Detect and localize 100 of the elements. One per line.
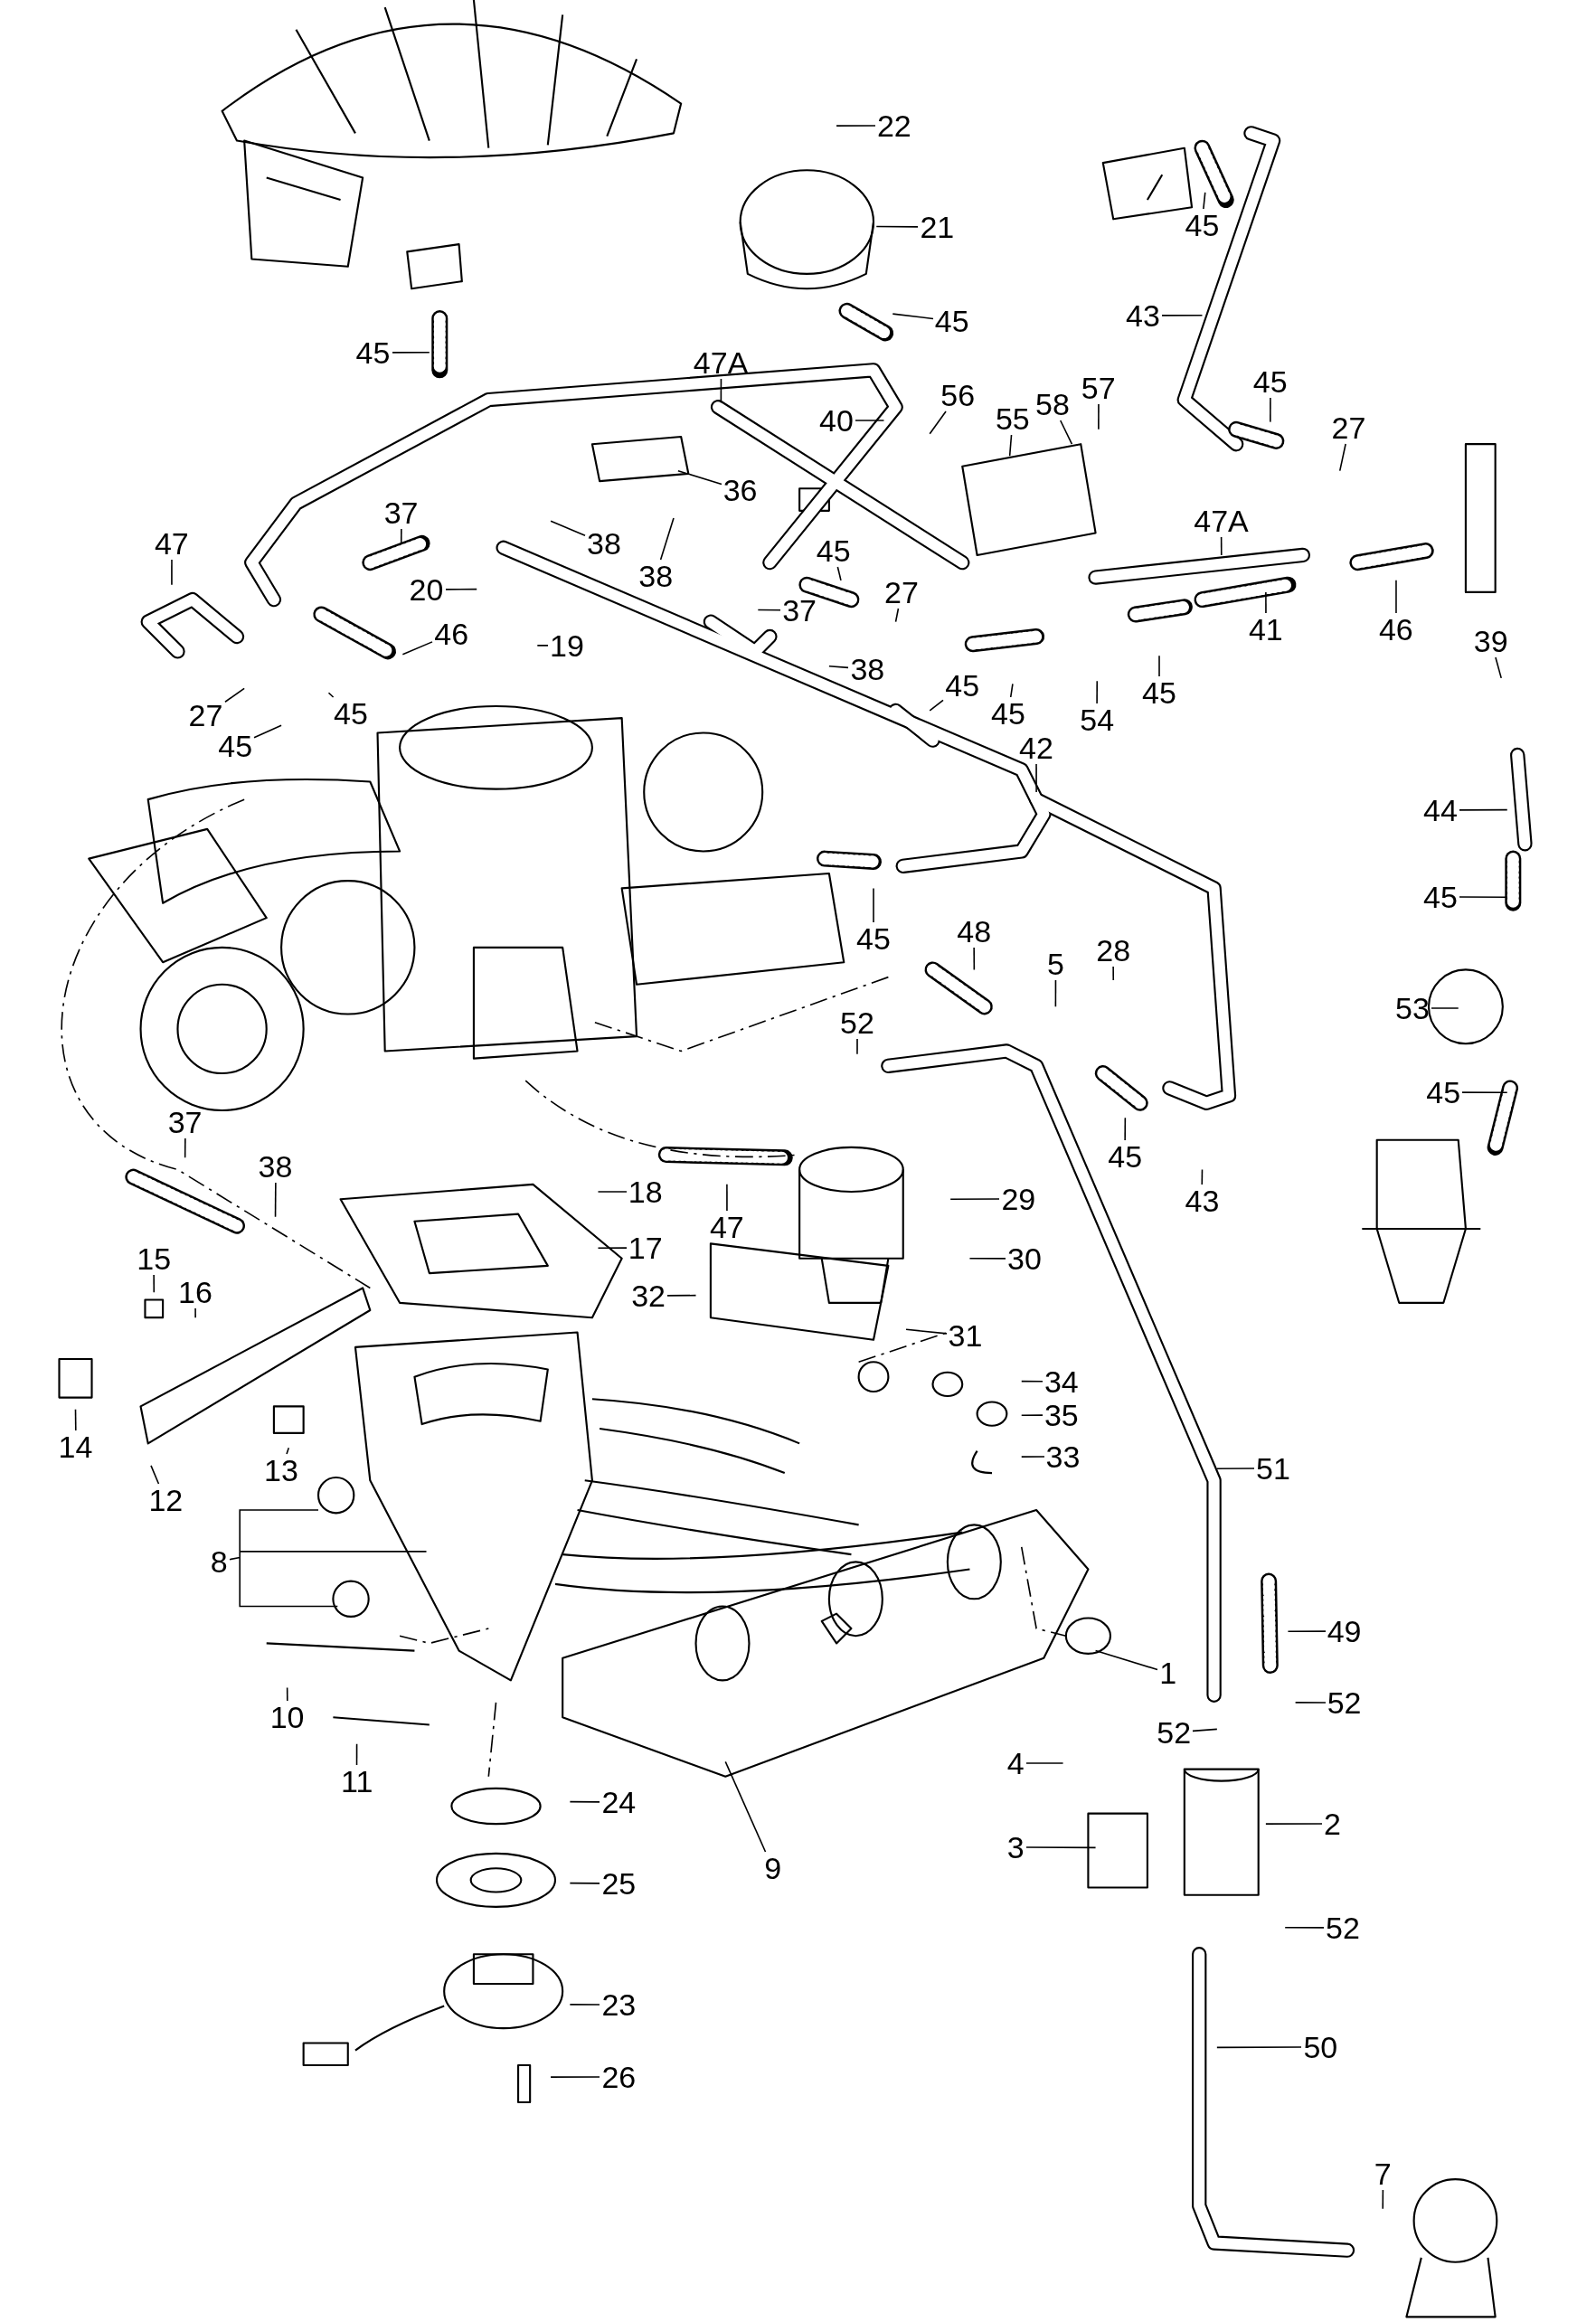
callout-number: 57 [1079, 371, 1118, 404]
leader-line [855, 420, 885, 421]
leader-line [1294, 1702, 1327, 1704]
leader-line [569, 2004, 600, 2006]
callout-number: 22 [874, 109, 913, 143]
leader-line [1124, 1117, 1127, 1141]
leader-line [1265, 591, 1267, 614]
callout-number: 31 [946, 1318, 985, 1352]
callout-number: 37 [382, 496, 420, 529]
leader-line [327, 692, 335, 698]
leader-line [550, 2076, 600, 2078]
leader-line [1192, 1728, 1218, 1732]
callout-number: 13 [262, 1453, 300, 1487]
leader-line [597, 1247, 628, 1250]
callout-number: 37 [165, 1106, 204, 1139]
callout-number: 45 [1424, 1076, 1463, 1109]
callout-number: 34 [1042, 1364, 1081, 1398]
callout-number: 40 [817, 404, 855, 437]
callout-number: 47A [691, 346, 751, 380]
callout-number: 51 [1254, 1452, 1292, 1486]
callout-number: 5 [1044, 947, 1066, 980]
leader-line [194, 1307, 196, 1318]
callout-number: 30 [1006, 1241, 1044, 1275]
leader-line [445, 588, 477, 590]
callout-number: 3 [1005, 1831, 1026, 1864]
callout-number: 10 [268, 1701, 307, 1734]
leader-line [1020, 1414, 1044, 1417]
leader-line [224, 687, 245, 703]
leader-line [875, 225, 919, 228]
leader-line [1216, 1468, 1255, 1469]
callout-number: 9 [762, 1852, 784, 1885]
callout-number: 37 [780, 593, 818, 627]
callout-number: 52 [1324, 1911, 1362, 1944]
callout-number: 45 [1251, 365, 1289, 399]
callout-number: 49 [1325, 1615, 1364, 1648]
callout-number: 45 [1140, 676, 1178, 710]
callout-number: 45 [943, 669, 982, 703]
leader-line [1054, 979, 1057, 1008]
callout-number: 32 [629, 1279, 667, 1312]
leader-line [392, 351, 430, 354]
leader-line [569, 1800, 600, 1803]
leader-line [836, 125, 876, 127]
callout-number: 23 [600, 1987, 638, 2021]
leader-line [1459, 808, 1508, 811]
leader-line [74, 1408, 77, 1431]
leader-line [1265, 1823, 1323, 1825]
callout-number: 45 [332, 697, 370, 731]
callout-number: 45 [855, 922, 892, 956]
callout-number: 8 [208, 1545, 230, 1579]
leader-line [968, 1257, 1006, 1260]
leader-line [150, 1465, 160, 1485]
callout-number: 43 [1124, 298, 1162, 332]
callout-number: 38 [848, 653, 887, 686]
leader-line [1096, 680, 1099, 704]
leader-line [873, 887, 874, 923]
leader-line [286, 1686, 288, 1702]
leader-line [1338, 443, 1346, 472]
callout-number: 46 [432, 617, 471, 650]
leader-line [949, 1198, 1000, 1200]
leader-line [1382, 2189, 1384, 2210]
callout-number: 45 [932, 305, 971, 338]
callout-number: 27 [186, 698, 225, 732]
callout-number: 45 [354, 335, 392, 369]
callout-number: 25 [600, 1866, 638, 1900]
leader-line [1201, 1168, 1204, 1185]
callout-number: 1 [1157, 1657, 1179, 1690]
callout-number: 26 [600, 2061, 638, 2094]
callout-number: 2 [1322, 1808, 1343, 1841]
callout-number: 24 [600, 1785, 638, 1818]
leader-line [171, 559, 173, 586]
callout-number: 47A [1192, 505, 1251, 538]
leader-line [597, 1191, 628, 1193]
leader-line [1216, 2046, 1302, 2049]
leader-line [355, 1742, 358, 1766]
leader-line [550, 520, 586, 536]
callout-number: 33 [1044, 1440, 1082, 1474]
callout-number: 11 [339, 1764, 375, 1798]
callout-number: 53 [1393, 992, 1431, 1024]
leader-line [1020, 1456, 1045, 1458]
leader-line [1284, 1926, 1325, 1929]
leader-line [1395, 580, 1397, 614]
callout-number: 19 [548, 628, 586, 662]
leader-line [724, 1760, 767, 1853]
callout-number: 50 [1301, 2031, 1340, 2064]
leader-line [677, 469, 722, 486]
leader-line [929, 411, 947, 435]
callout-number: 56 [939, 379, 977, 412]
leader-line [1431, 1007, 1459, 1009]
callout-number: 55 [993, 402, 1032, 436]
callout-number: 36 [721, 473, 760, 506]
leader-line [856, 1038, 858, 1055]
leader-line [1158, 655, 1160, 677]
leader-line [1094, 1649, 1158, 1671]
callout-number: 45 [1421, 881, 1459, 914]
callout-number: 45 [1183, 208, 1222, 241]
callout-number: 17 [626, 1232, 665, 1265]
leader-line [569, 1882, 600, 1884]
callout-number: 42 [1017, 731, 1055, 764]
callout-number: 27 [883, 575, 921, 609]
leader-line [666, 1294, 697, 1297]
